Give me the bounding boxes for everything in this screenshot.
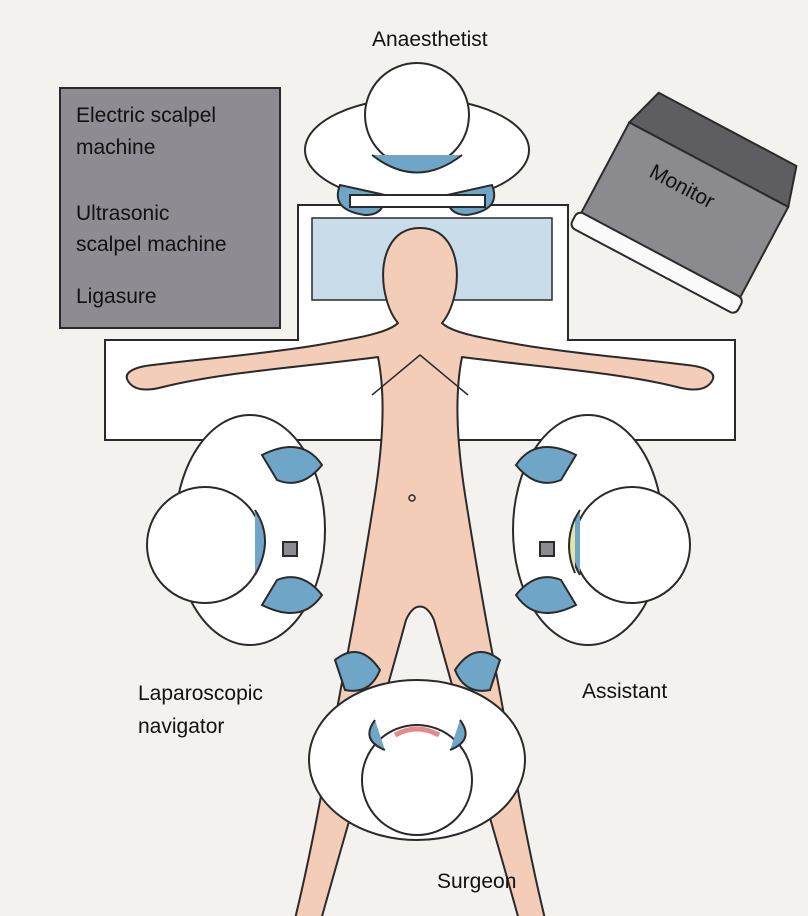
surgeon-figure [309,652,525,840]
assistant-label: Assistant [582,680,667,703]
anaesthetist-figure [305,63,529,215]
assistant-figure [513,415,690,645]
equipment-item1-line1: Electric scalpel [76,104,216,127]
equipment-item1-line2: machine [76,136,155,159]
laparoscopic-navigator-label-line1: Laparoscopic [138,682,263,705]
laparoscopic-navigator-label-line2: navigator [138,715,224,738]
laparoscopic-navigator-figure [147,415,325,645]
equipment-item2-line1: Ultrasonic [76,202,169,225]
surgeon-label: Surgeon [437,870,516,893]
equipment-item3: Ligasure [76,285,157,308]
anaesthetist-label: Anaesthetist [372,28,488,51]
equipment-item2-line2: scalpel machine [76,233,227,256]
